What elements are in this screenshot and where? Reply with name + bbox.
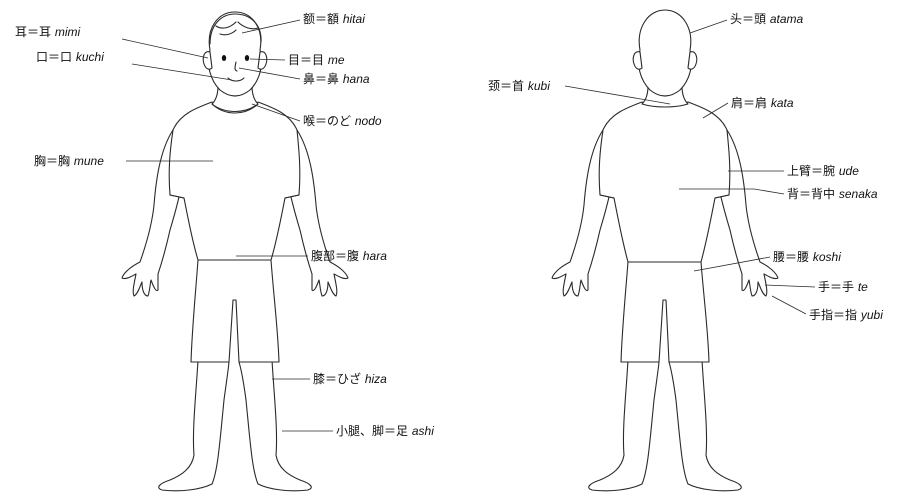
label-ashi: 小腿、脚＝足 ashi [336, 424, 434, 438]
label-atama-romaji: atama [770, 12, 803, 26]
back-head [638, 10, 691, 96]
label-kubi: 颈＝首 kubi [488, 79, 550, 93]
label-nodo-jp: 喉＝のど [303, 114, 351, 128]
label-mune: 胸＝胸 mune [34, 154, 104, 168]
front-eye-left [222, 55, 226, 61]
label-hara-romaji: hara [363, 249, 387, 263]
label-hiza-romaji: hiza [365, 372, 387, 386]
label-ashi-romaji: ashi [412, 424, 434, 438]
label-ude: 上臂＝腕 ude [787, 164, 859, 178]
label-senaka-romaji: senaka [839, 187, 878, 201]
label-mimi-jp: 耳＝耳 [15, 25, 51, 39]
label-atama-jp: 头＝頭 [730, 12, 766, 26]
leader-atama [690, 20, 727, 33]
label-hiza: 膝＝ひざ hiza [313, 372, 387, 386]
label-me-romaji: me [328, 53, 345, 67]
label-yubi-romaji: yubi [861, 308, 883, 322]
back-torso [599, 102, 730, 262]
label-ude-jp: 上臂＝腕 [787, 164, 835, 178]
label-kubi-romaji: kubi [528, 79, 550, 93]
label-hitai: 额＝額 hitai [303, 12, 365, 26]
label-me-jp: 目＝目 [288, 53, 324, 67]
leader-senaka-ext [754, 189, 784, 194]
label-nodo-romaji: nodo [355, 114, 382, 128]
label-koshi: 腰＝腰 koshi [773, 250, 841, 264]
front-leg-right [239, 360, 311, 491]
label-hitai-romaji: hitai [343, 12, 365, 26]
label-hitai-jp: 额＝額 [303, 12, 339, 26]
front-head [208, 12, 261, 96]
label-hana-jp: 鼻＝鼻 [303, 72, 339, 86]
label-kuchi-romaji: kuchi [76, 50, 104, 64]
front-shorts [191, 260, 279, 362]
label-te: 手＝手 te [818, 280, 868, 294]
label-senaka-jp: 背＝背中 [787, 187, 835, 201]
label-kata-romaji: kata [771, 96, 794, 110]
label-hara: 腹部＝腹 hara [311, 249, 387, 263]
label-ashi-jp: 小腿、脚＝足 [336, 424, 408, 438]
leader-te [765, 285, 815, 287]
label-hiza-jp: 膝＝ひざ [313, 372, 361, 386]
label-hana: 鼻＝鼻 hana [303, 72, 370, 86]
label-yubi-jp: 手指＝指 [809, 308, 857, 322]
label-atama: 头＝頭 atama [730, 12, 803, 26]
label-yubi: 手指＝指 yubi [809, 308, 883, 322]
label-koshi-jp: 腰＝腰 [773, 250, 809, 264]
label-kata-jp: 肩＝肩 [731, 96, 767, 110]
front-leg-left [159, 360, 229, 491]
back-ear-left [633, 52, 642, 70]
label-kubi-jp: 颈＝首 [488, 79, 524, 93]
label-kuchi-jp: 口＝口 [36, 50, 72, 64]
back-shorts [621, 262, 709, 362]
label-te-romaji: te [858, 280, 868, 294]
label-me: 目＝目 me [288, 53, 345, 67]
label-te-jp: 手＝手 [818, 280, 854, 294]
label-mune-jp: 胸＝胸 [34, 154, 70, 168]
back-figure [552, 10, 778, 491]
label-koshi-romaji: koshi [813, 250, 841, 264]
label-nodo: 喉＝のど nodo [303, 114, 382, 128]
front-ear-left [203, 52, 212, 70]
label-hara-jp: 腹部＝腹 [311, 249, 359, 263]
leader-yubi [772, 296, 806, 314]
label-kata: 肩＝肩 kata [731, 96, 794, 110]
label-mune-romaji: mune [74, 154, 104, 168]
label-mimi: 耳＝耳 mimi [15, 25, 80, 39]
front-torso [169, 102, 300, 260]
label-kuchi: 口＝口 kuchi [36, 50, 104, 64]
back-leg-right [669, 360, 741, 491]
back-leg-left [589, 360, 659, 491]
leader-mimi [122, 39, 208, 58]
label-ude-romaji: ude [839, 164, 859, 178]
label-mimi-romaji: mimi [55, 25, 80, 39]
back-ear-right [688, 52, 697, 70]
label-senaka: 背＝背中 senaka [787, 187, 878, 201]
front-eye-right [245, 55, 249, 61]
label-hana-romaji: hana [343, 72, 370, 86]
front-ear-right [258, 52, 267, 70]
